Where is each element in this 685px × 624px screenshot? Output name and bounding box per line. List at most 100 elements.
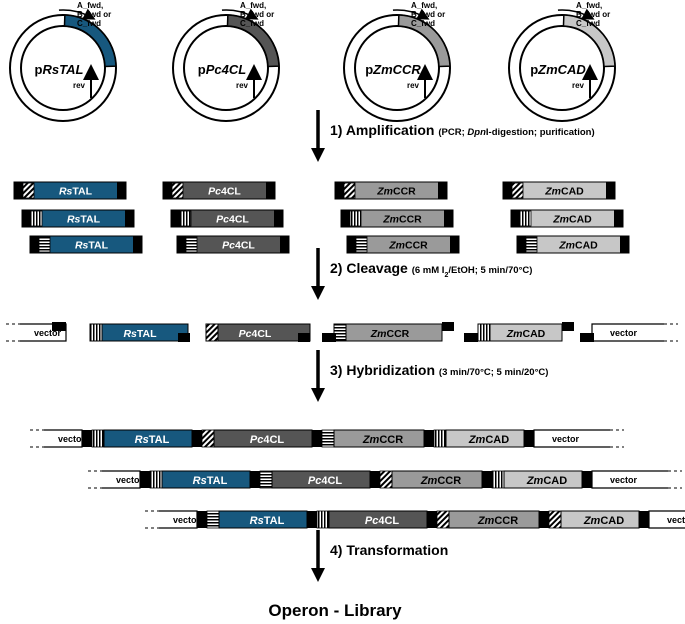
gene-insert-RsTAL (63, 14, 117, 68)
primer-label: B_fwd or (240, 10, 274, 19)
gene-label: ZmCAD (583, 515, 624, 527)
junction-block (424, 430, 434, 447)
junction-block (192, 430, 202, 447)
fragment-RsTAL-cleaved: RsTAL (89, 323, 190, 342)
gene-label: Pc4CL (208, 186, 241, 198)
fragment-end (347, 236, 356, 253)
fragment-end (125, 210, 134, 227)
junction-block (482, 471, 492, 488)
fwd-primer-arrow (557, 8, 595, 20)
gene-label: Pc4CL (216, 214, 249, 226)
gene-label: ZmCCR (382, 214, 422, 226)
overhang-pattern (349, 210, 362, 227)
fragment-end (178, 333, 190, 342)
step-arrow-head (311, 148, 325, 162)
overhang-pattern (205, 323, 219, 342)
gene-insert-ZmCAD (562, 14, 616, 68)
overhang-pattern (149, 470, 163, 489)
fragment-end (266, 182, 275, 199)
rev-primer-label: rev (572, 81, 585, 90)
fwd-primer-arrow (392, 8, 430, 20)
fragment-rows: RsTAL RsTAL RsTAL Pc4CL Pc4CL Pc4CL ZmCCR ZmCCR… (6, 181, 685, 529)
fragment-end (335, 182, 344, 199)
fragment-ZmCAD: ZmCAD (510, 209, 624, 228)
vector-label: vector (552, 434, 580, 444)
overhang-pattern (185, 236, 198, 253)
vector-fragment: vector (533, 429, 624, 448)
plasmid-name: pRsTAL (35, 62, 84, 77)
vector-fragment: vector (30, 429, 86, 448)
step-1: 1) Amplification (PCR; DpnI-digestion; p… (311, 110, 595, 162)
primer-label: B_fwd or (411, 10, 445, 19)
fragment-ZmCAD: ZmCAD (502, 181, 616, 200)
fragment-end (163, 182, 172, 199)
junction-block (524, 430, 534, 447)
fragment-end (341, 210, 350, 227)
primer-label: A_fwd, (576, 1, 602, 10)
fragment-end (562, 322, 574, 331)
step-3: 3) Hybridization (3 min/70°C; 5 min/20°C… (311, 350, 548, 402)
fragment-ZmCCR: ZmCCR (340, 209, 454, 228)
fragment-Pc4CL: Pc4CL (162, 181, 276, 200)
gene-label: ZmCAD (526, 475, 567, 487)
fragment-ZmCAD: ZmCAD (516, 235, 630, 254)
vector-fragment: vector (591, 470, 682, 489)
junction-block (539, 511, 549, 528)
junction-block (582, 471, 592, 488)
overhang-pattern (519, 210, 532, 227)
overhang-pattern (548, 510, 562, 529)
fragment-Pc4CL-cleaved: Pc4CL (205, 323, 311, 342)
step-arrow-head (311, 286, 325, 300)
junction-block (250, 471, 260, 488)
fragment-ZmCCR: ZmCCR (334, 181, 448, 200)
gene-label: RsTAL (123, 328, 157, 340)
fragment-ZmCAD-cleaved: ZmCAD (464, 322, 574, 342)
vector-label: vector (610, 475, 638, 485)
fragment-end (450, 236, 459, 253)
gene-label: RsTAL (67, 214, 101, 226)
step-arrow-head (311, 568, 325, 582)
overhang-pattern (333, 323, 347, 342)
overhang-pattern (511, 182, 524, 199)
fragment-end (171, 210, 180, 227)
step-title: 4) Transformation (330, 542, 448, 558)
plasmid-name: pPc4CL (198, 62, 246, 77)
vector-body (591, 470, 668, 489)
vector-body (533, 429, 610, 448)
plasmid-outer-ring (343, 14, 451, 122)
gene-label: ZmCCR (362, 434, 403, 446)
primer-label: A_fwd, (411, 1, 437, 10)
primer-label: C_fwd (576, 19, 600, 28)
overhang-pattern (259, 470, 273, 489)
fragment-end (298, 333, 310, 342)
fragment-end (322, 333, 336, 342)
vector-label: vector (610, 328, 638, 338)
overhang-pattern (436, 510, 450, 529)
overhang-pattern (89, 323, 103, 342)
overhang-pattern (30, 210, 43, 227)
gene-label: RsTAL (59, 186, 93, 198)
primer-label: A_fwd, (240, 1, 266, 10)
overhang-pattern (201, 429, 215, 448)
operon-library-title: Operon - Library (268, 601, 402, 620)
gene-label: RsTAL (135, 434, 170, 446)
vector-label: vector (58, 434, 86, 444)
gene-label: RsTAL (250, 515, 285, 527)
rev-primer-label: rev (407, 81, 420, 90)
junction-block (427, 511, 437, 528)
gene-label: ZmCCR (388, 240, 428, 252)
gene-label: ZmCCR (420, 475, 461, 487)
vector-body (648, 510, 685, 529)
primer-label: B_fwd or (77, 10, 111, 19)
gene-label: RsTAL (193, 475, 228, 487)
fragment-ZmCCR: ZmCCR (346, 235, 460, 254)
vector-fragment: vector (648, 510, 685, 529)
gene-insert-ZmCCR (397, 14, 451, 68)
vector-label: vector (173, 515, 201, 525)
overhang-pattern (91, 429, 105, 448)
